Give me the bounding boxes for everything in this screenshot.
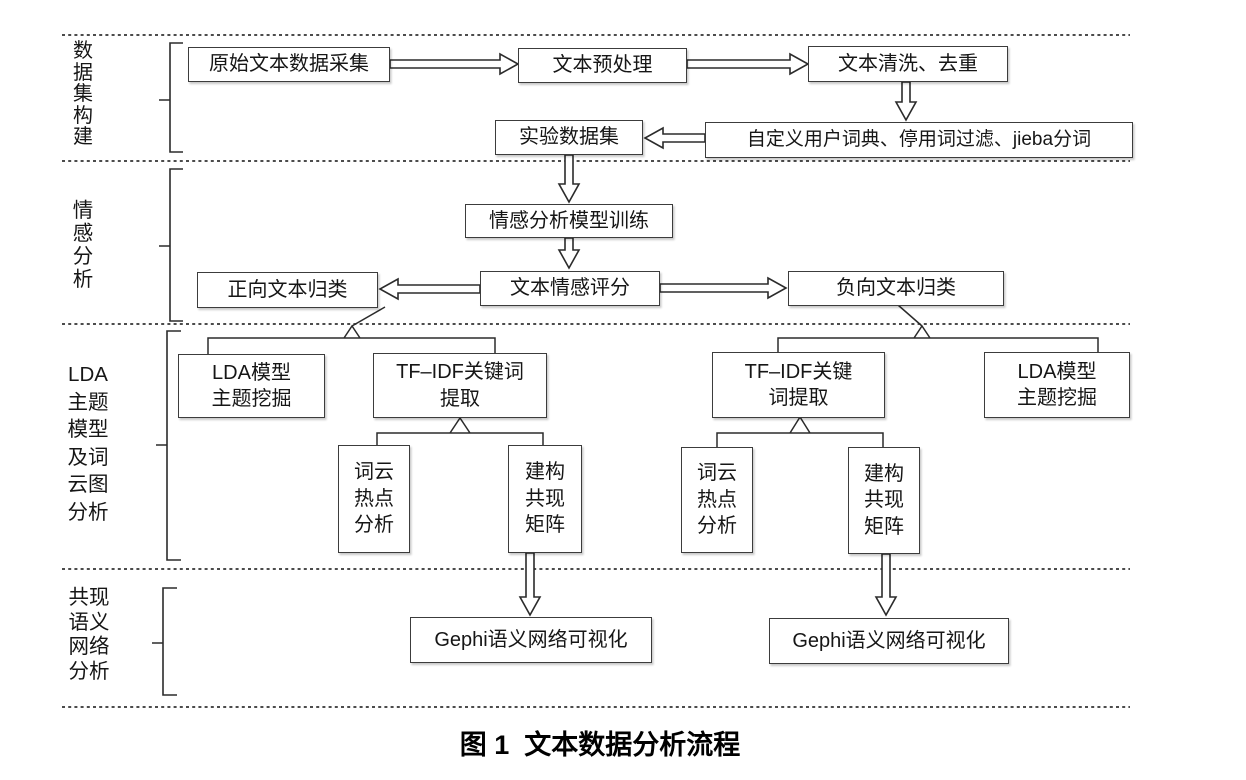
node-gephi-network-visualization-right: Gephi语义网络可视化 — [769, 618, 1009, 664]
node-tfidf-keyword-extraction-right: TF–IDF关键 词提取 — [712, 352, 885, 418]
node-build-cooccurrence-matrix-right: 建构 共现 矩阵 — [848, 447, 920, 554]
node-lda-topic-mining-right: LDA模型 主题挖掘 — [984, 352, 1130, 418]
bracket-dataset-section — [159, 42, 183, 153]
arrow-preprocess-to-clean — [686, 52, 810, 76]
arrow-dict-to-dataset — [643, 126, 706, 150]
node-experiment-dataset: 实验数据集 — [495, 120, 643, 155]
section-label-dataset-construction: 数 据 集 构 建 — [73, 40, 93, 148]
figure-caption: 图 1 文本数据分析流程 — [459, 730, 741, 760]
branch-positive-to-lda-tfidf — [207, 306, 496, 354]
branch-tfidf-left-to-children — [376, 416, 544, 445]
section-label-sentiment-analysis: 情 感 分 析 — [72, 199, 94, 291]
node-text-preprocessing: 文本预处理 — [518, 48, 687, 83]
branch-tfidf-right-to-children — [716, 415, 884, 447]
arrow-score-to-positive — [378, 277, 481, 301]
bracket-lda-section — [156, 330, 181, 561]
node-lda-topic-mining-left: LDA模型 主题挖掘 — [178, 354, 325, 418]
node-text-sentiment-scoring: 文本情感评分 — [480, 271, 660, 306]
node-custom-dict-stopwords-jieba: 自定义用户词典、停用词过滤、jieba分词 — [705, 122, 1133, 158]
arrow-raw-to-preprocess — [389, 52, 520, 76]
section-label-lda-topic-wordcloud: LDA 主题 模型 及词 云图 分析 — [67, 363, 109, 524]
node-positive-text-classification: 正向文本归类 — [197, 272, 378, 308]
bracket-sentiment-section — [159, 168, 183, 322]
node-text-cleaning-dedup: 文本清洗、去重 — [808, 46, 1008, 82]
node-tfidf-keyword-extraction-left: TF–IDF关键词 提取 — [373, 353, 547, 418]
arrow-dataset-to-train — [557, 154, 581, 204]
arrow-matrix-left-to-gephi — [518, 552, 542, 617]
node-wordcloud-hotspot-analysis-left: 词云 热点 分析 — [338, 445, 410, 553]
node-gephi-network-visualization-left: Gephi语义网络可视化 — [410, 617, 652, 663]
node-sentiment-model-training: 情感分析模型训练 — [465, 204, 673, 238]
node-build-cooccurrence-matrix-left: 建构 共现 矩阵 — [508, 445, 582, 553]
node-raw-text-collection: 原始文本数据采集 — [188, 47, 390, 82]
arrow-clean-to-dict — [894, 81, 918, 122]
arrow-matrix-right-to-gephi — [874, 553, 898, 617]
arrow-train-to-score — [557, 237, 581, 270]
section-label-cooccurrence-network: 共现 语义 网络 分析 — [68, 586, 110, 683]
node-negative-text-classification: 负向文本归类 — [788, 271, 1004, 306]
bracket-cooccurrence-section — [152, 587, 177, 696]
node-wordcloud-hotspot-analysis-right: 词云 热点 分析 — [681, 447, 753, 553]
branch-negative-to-tfidf-lda — [777, 304, 1099, 352]
arrow-score-to-negative — [659, 276, 788, 300]
